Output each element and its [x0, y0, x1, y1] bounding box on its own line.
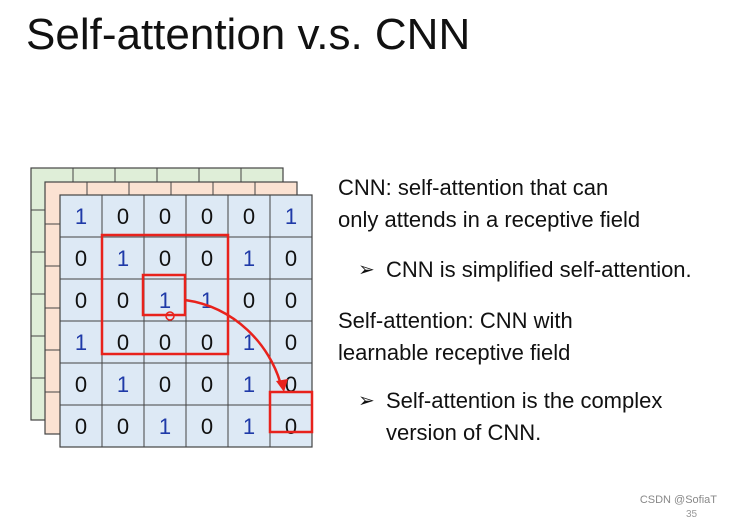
matrix-cell-value: 1	[285, 204, 297, 229]
matrix-cell-value: 1	[117, 246, 129, 271]
matrix-cell-value: 1	[243, 414, 255, 439]
cnn-definition-line-1: CNN: self-attention that can	[338, 175, 609, 200]
front-layer	[59, 194, 313, 448]
matrix-cell-value: 0	[285, 246, 297, 271]
matrix-cell-value: 0	[117, 288, 129, 313]
matrix-cell-value: 0	[201, 414, 213, 439]
cnn-definition-line-2: only attends in a receptive field	[338, 207, 641, 232]
matrix-cell-value: 0	[285, 330, 297, 355]
matrix-cell-value: 0	[75, 372, 87, 397]
matrix-cell-value: 0	[201, 204, 213, 229]
watermark: CSDN @SofiaT	[639, 494, 717, 506]
matrix-cell-value: 1	[75, 204, 87, 229]
arrow-head-icon	[276, 379, 288, 392]
sa-definition-line-2: learnable receptive field	[338, 340, 571, 365]
matrix-cell-value: 0	[117, 330, 129, 355]
matrix-cell-value: 1	[75, 330, 87, 355]
matrix-cell-value: 1	[117, 372, 129, 397]
cnn-definition: CNN: self-attention that can only attend…	[338, 172, 640, 236]
matrix-cell-value: 0	[159, 204, 171, 229]
matrix-cell-value: 0	[285, 288, 297, 313]
pointer-circle-icon	[165, 311, 175, 321]
slide-title: Self-attention v.s. CNN	[26, 10, 471, 59]
connection-arrow	[184, 298, 283, 386]
sa-bullet-line-2: version of CNN.	[386, 420, 542, 445]
matrix-cell-value: 1	[243, 246, 255, 271]
matrix-cell-value: 1	[159, 288, 171, 313]
matrix-cell-value: 0	[159, 372, 171, 397]
matrix-cell-value: 0	[75, 246, 87, 271]
self-attention-definition: Self-attention: CNN with learnable recep…	[338, 305, 573, 369]
center-cell-box	[141, 273, 187, 317]
bullet-arrow-icon: ➢	[358, 259, 375, 281]
matrix-cell-value: 0	[117, 204, 129, 229]
matrix-cell-value: 0	[201, 330, 213, 355]
matrix-cell-value: 1	[201, 288, 213, 313]
matrix-cell-value: 0	[243, 204, 255, 229]
matrix-cell-value: 1	[159, 414, 171, 439]
sa-bullet-line-1: Self-attention is the complex	[386, 388, 663, 413]
cnn-bullet-text: CNN is simplified self-attention.	[386, 257, 692, 282]
matrix-cell-value: 0	[201, 246, 213, 271]
output-cell-box	[268, 390, 314, 434]
matrix-cell-value: 0	[159, 246, 171, 271]
matrix-cell-value: 1	[243, 372, 255, 397]
matrix-cell-value: 1	[243, 330, 255, 355]
sa-definition-line-1: Self-attention: CNN with	[338, 308, 573, 333]
matrix-cell-value: 0	[243, 288, 255, 313]
matrix-cell-value: 0	[201, 372, 213, 397]
receptive-field-highlights	[100, 233, 314, 434]
bullet-arrow-icon: ➢	[358, 390, 375, 412]
matrix-cell-value: 0	[285, 414, 297, 439]
matrix-cell-value: 0	[117, 414, 129, 439]
matrix-cell-value: 0	[75, 288, 87, 313]
matrix-cell-value: 0	[159, 330, 171, 355]
page-number: 35	[686, 510, 698, 518]
matrix-cell-value: 0	[75, 414, 87, 439]
receptive-field-box	[100, 233, 230, 356]
